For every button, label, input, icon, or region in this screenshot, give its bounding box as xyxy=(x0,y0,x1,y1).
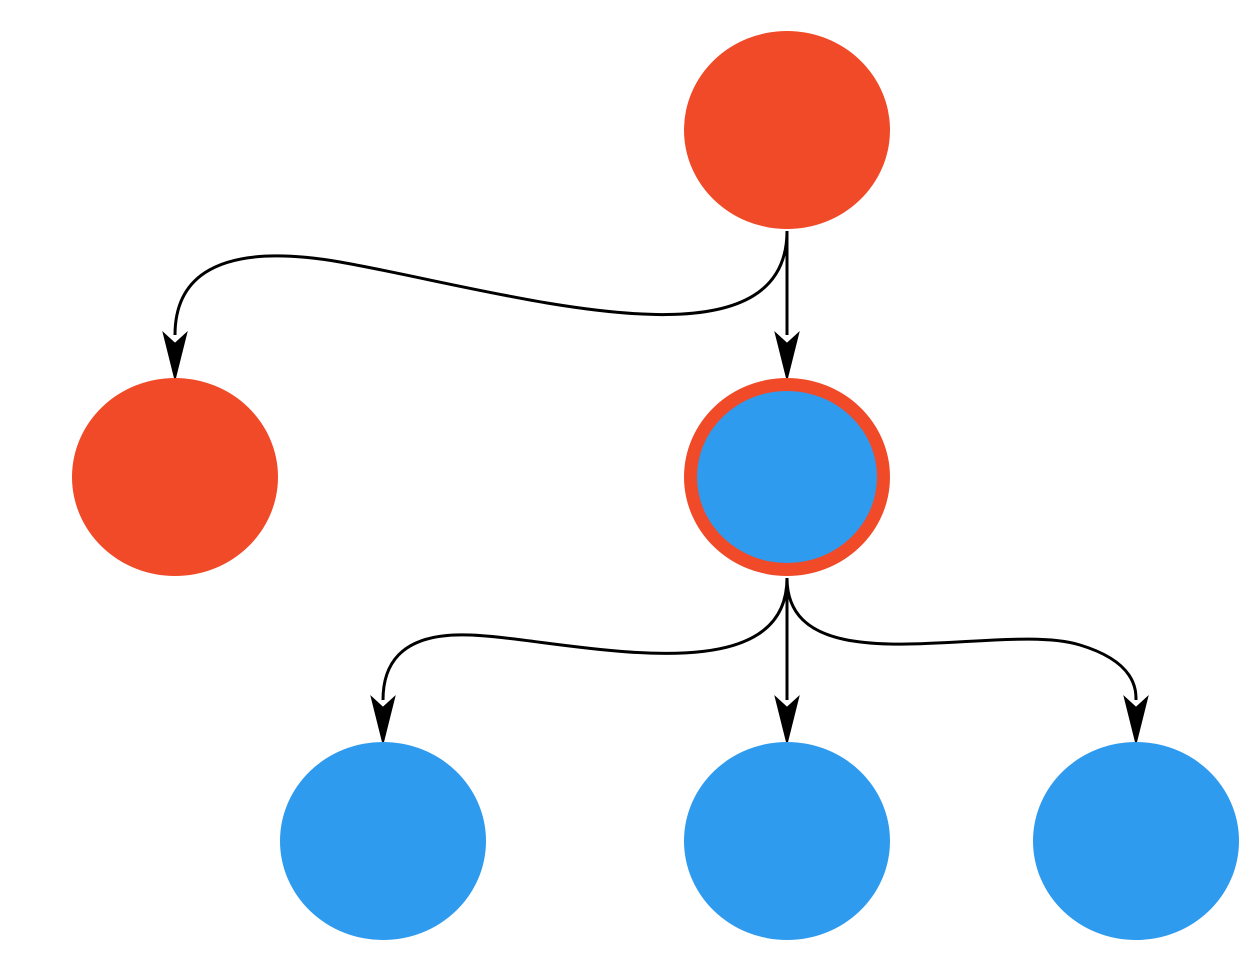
node-circle xyxy=(684,31,890,229)
node-inner-circle xyxy=(697,391,877,563)
node-root xyxy=(684,31,890,229)
node-grandchild-middle xyxy=(684,742,890,940)
arrowhead xyxy=(1123,695,1149,743)
node-circle xyxy=(72,378,278,576)
node-grandchild-right xyxy=(1033,742,1239,940)
edge-root-to-left-child xyxy=(162,230,789,379)
arrowhead xyxy=(774,331,800,379)
nodes-layer xyxy=(72,31,1239,940)
node-circle xyxy=(684,742,890,940)
node-circle xyxy=(280,742,486,940)
edge-root-to-middle-child xyxy=(774,231,800,379)
edge-line xyxy=(173,230,789,336)
edge-middle-child-to-grandchild-middle xyxy=(774,578,800,743)
arrowhead xyxy=(774,695,800,743)
node-grandchild-left xyxy=(280,742,486,940)
node-circle xyxy=(1033,742,1239,940)
arrowhead xyxy=(162,331,188,379)
edges-layer xyxy=(162,230,1149,743)
edge-line xyxy=(381,577,789,701)
node-left-child xyxy=(72,378,278,576)
arrowhead xyxy=(370,695,396,743)
node-middle-child xyxy=(684,378,890,576)
edge-line xyxy=(785,577,1138,701)
edge-middle-child-to-grandchild-right xyxy=(785,577,1149,743)
edge-middle-child-to-grandchild-left xyxy=(370,577,789,743)
